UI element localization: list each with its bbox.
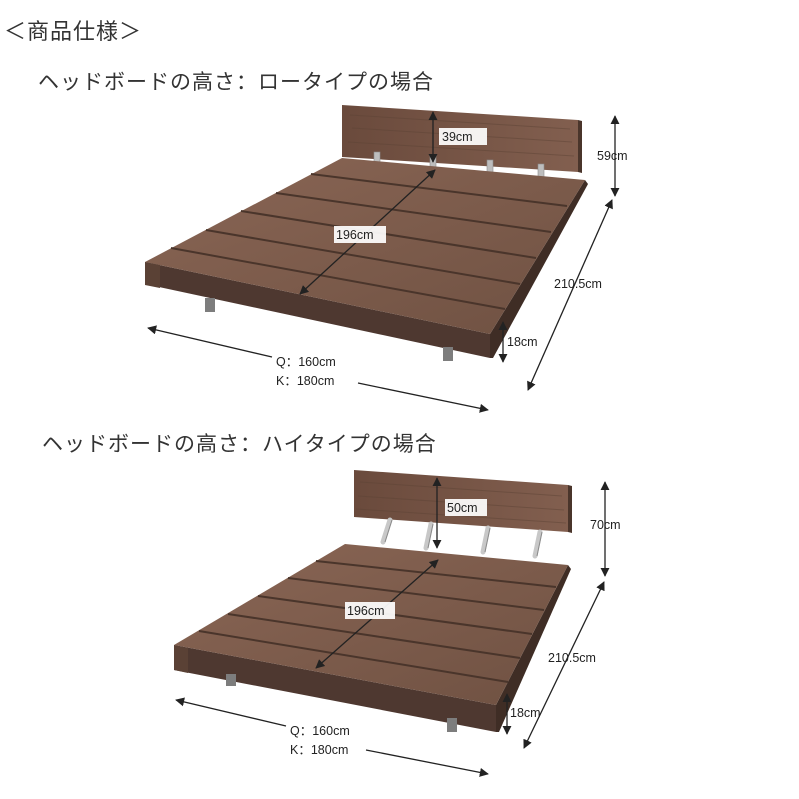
bed-legs-low [205,298,453,361]
label-total-length-high: 210.5cm [548,651,596,665]
label-total-height-low: 59cm [597,149,628,163]
bed-high-type: 50cm 70cm 196cm 210.5cm 18cm Q：160cm K：1… [174,470,621,777]
label-width-q-low: Q：160cm [276,355,336,369]
label-frame-height-high: 18cm [510,706,541,720]
frame-front-edge-low [145,262,490,358]
frame-lip-low [145,262,160,288]
label-headboard-height-low: 39cm [442,130,473,144]
label-diag-length-high: 196cm [347,604,385,618]
section-title-high: ヘッドボードの高さ：ハイタイプの場合 [42,432,437,456]
label-total-length-low: 210.5cm [554,277,602,291]
arrow-width-left-low [147,325,273,358]
arrow-width-left-high [175,697,287,727]
frame-lip-high [174,645,188,673]
section-title-low: ヘッドボードの高さ：ロータイプの場合 [38,70,434,94]
label-diag-length-low: 196cm [336,228,374,242]
bed-low-type: 39cm 59cm 196cm 210.5cm 18cm Q：160cm K：1… [145,105,628,413]
arrow-total-length-low [527,199,613,391]
label-total-height-high: 70cm [590,518,621,532]
headboard-brackets-high [380,517,543,559]
bed-legs-high [226,674,457,732]
label-headboard-height-high: 50cm [447,501,478,515]
frame-front-edge-high [174,645,496,732]
label-width-k-low: K：180cm [276,374,334,388]
label-frame-height-low: 18cm [507,335,538,349]
label-width-q-high: Q：160cm [290,724,350,738]
page-title: ＜商品仕様＞ [4,20,143,45]
label-width-k-high: K：180cm [290,743,348,757]
arrow-width-right-high [365,749,489,777]
arrow-width-right-low [357,382,489,413]
arrow-total-length-high [523,581,605,749]
